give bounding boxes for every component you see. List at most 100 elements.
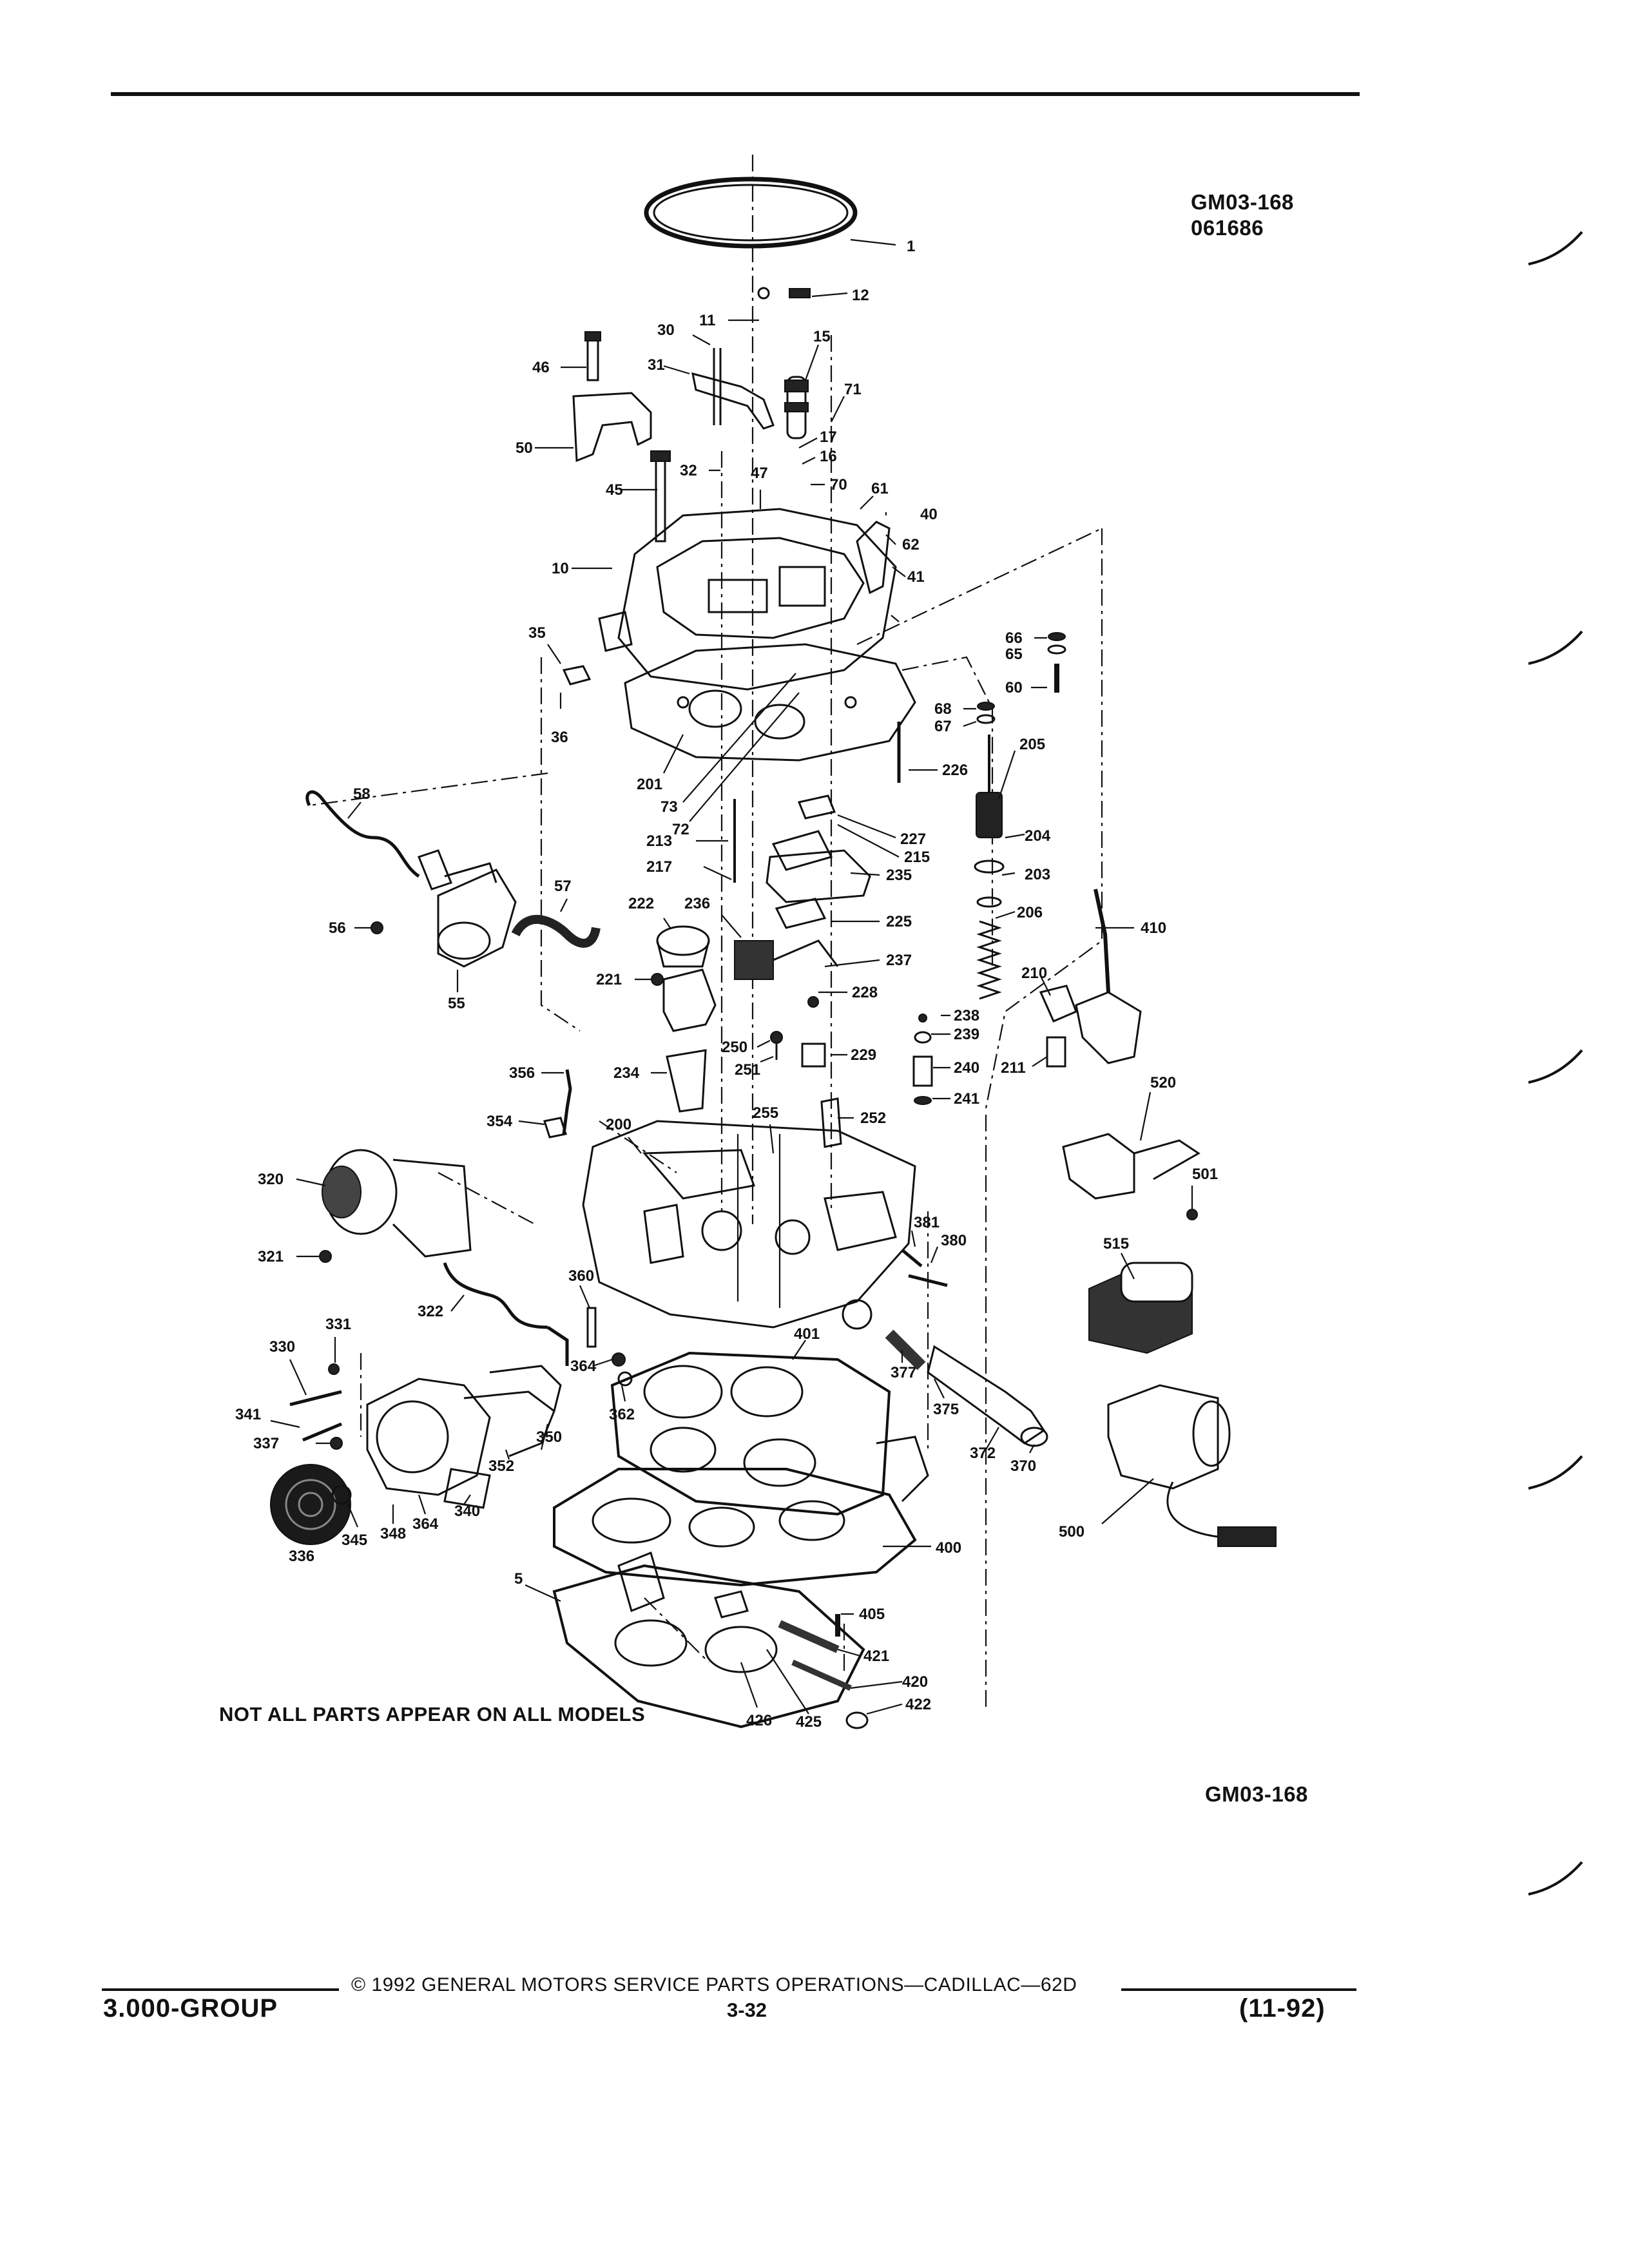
callout-label: 236 xyxy=(684,895,710,912)
callout-label: 331 xyxy=(325,1316,351,1333)
callout-label: 345 xyxy=(342,1532,367,1549)
figure-id: GM03-168 xyxy=(1191,190,1294,214)
callout-label: 501 xyxy=(1192,1166,1218,1183)
callout-label: 321 xyxy=(258,1248,284,1265)
callout-label: 241 xyxy=(954,1090,979,1108)
callout-label: 56 xyxy=(329,919,346,937)
callout-label: 12 xyxy=(852,287,869,304)
callout-label: 45 xyxy=(606,481,623,499)
choke-rod xyxy=(305,790,420,878)
vacuum-hose xyxy=(511,915,601,948)
callout-label: 206 xyxy=(1017,904,1043,921)
callout-label: 350 xyxy=(536,1428,562,1446)
figure-code: 061686 xyxy=(1191,216,1264,240)
air-cleaner-gasket xyxy=(644,177,858,249)
callout-label: 73 xyxy=(660,798,678,816)
callout-label: 341 xyxy=(235,1406,261,1423)
callout-label: 31 xyxy=(648,356,665,374)
callout-label: 240 xyxy=(954,1059,979,1077)
callout-label: 46 xyxy=(532,359,550,376)
callout-label: 50 xyxy=(516,439,533,457)
throttle-shaft-assy xyxy=(927,1345,1046,1445)
callout-label: 360 xyxy=(568,1267,594,1285)
callout-label: 204 xyxy=(1025,827,1051,845)
callout-label: 381 xyxy=(914,1214,940,1231)
callout-label: 66 xyxy=(1005,629,1023,647)
callout-label: 400 xyxy=(936,1539,961,1557)
footer-rule-left xyxy=(102,1988,339,1991)
callout-label: 222 xyxy=(628,895,654,912)
callout-label: 372 xyxy=(970,1445,996,1462)
choke-cover xyxy=(270,1464,351,1545)
callout-label: 65 xyxy=(1005,646,1023,663)
callout-label: 210 xyxy=(1021,965,1047,982)
figure-reference: GM03-168 xyxy=(1205,1782,1308,1806)
callout-label: 5 xyxy=(514,1570,523,1588)
callout-label: 340 xyxy=(454,1503,480,1520)
callout-label: 226 xyxy=(942,762,968,779)
callout-label: 217 xyxy=(646,858,672,876)
callout-label: 36 xyxy=(551,729,568,746)
callout-label: 203 xyxy=(1025,866,1050,883)
choke-housing xyxy=(366,1378,491,1496)
callout-label: 17 xyxy=(820,428,837,446)
callout-label: 380 xyxy=(941,1232,967,1249)
air-horn-gasket xyxy=(624,643,916,762)
callout-label: 237 xyxy=(886,952,912,969)
pump-cup xyxy=(656,925,710,956)
models-note: NOT ALL PARTS APPEAR ON ALL MODELS xyxy=(219,1703,646,1725)
leader-lines xyxy=(270,238,1193,1715)
float xyxy=(734,940,774,980)
callout-label: 68 xyxy=(934,700,952,718)
callout-label: 356 xyxy=(509,1064,535,1082)
callout-label: 1 xyxy=(907,238,915,255)
callout-label: 251 xyxy=(735,1061,760,1079)
callout-label: 238 xyxy=(954,1007,979,1024)
callout-label: 72 xyxy=(672,821,689,838)
callout-label: 200 xyxy=(606,1116,631,1133)
callout-label: 61 xyxy=(871,480,889,497)
callout-label: 330 xyxy=(269,1338,295,1356)
callout-label: 422 xyxy=(905,1696,931,1713)
callout-label: 322 xyxy=(418,1303,443,1320)
callout-label: 354 xyxy=(487,1113,513,1130)
top-rule xyxy=(111,92,1360,96)
callout-label: 229 xyxy=(851,1046,876,1064)
revision-date: (11-92) xyxy=(1239,1994,1325,2023)
callout-label: 16 xyxy=(820,448,837,465)
callout-label: 255 xyxy=(753,1104,778,1122)
throttle-body-gasket xyxy=(610,1351,891,1516)
callout-labels: 1 12 11 30 15 46 31 71 50 17 16 32 47 45… xyxy=(235,238,1218,1731)
callout-label: 55 xyxy=(448,995,465,1012)
choke-bracket xyxy=(572,392,652,463)
callout-label: 252 xyxy=(860,1110,886,1127)
callout-label: 337 xyxy=(253,1435,279,1452)
figure-id-header: GM03-168 061686 xyxy=(1191,189,1294,241)
callout-label: 420 xyxy=(902,1673,928,1691)
callout-label: 352 xyxy=(488,1457,514,1475)
callout-label: 336 xyxy=(289,1548,314,1565)
callout-label: 215 xyxy=(904,849,930,866)
callout-label: 70 xyxy=(830,476,847,494)
callout-label: 62 xyxy=(902,536,920,553)
callout-label: 205 xyxy=(1019,736,1045,753)
group-label: 3.000-GROUP xyxy=(103,1994,278,2023)
callout-label: 228 xyxy=(852,984,878,1001)
callout-label: 10 xyxy=(552,560,569,577)
callout-label: 426 xyxy=(746,1712,772,1729)
callout-label: 375 xyxy=(933,1401,959,1418)
callout-label: 15 xyxy=(813,328,831,345)
callout-label: 320 xyxy=(258,1171,284,1188)
callout-label: 60 xyxy=(1005,679,1023,697)
callout-label: 11 xyxy=(699,312,715,329)
callout-label: 30 xyxy=(657,322,675,339)
callout-label: 234 xyxy=(613,1064,640,1082)
callout-label: 377 xyxy=(891,1364,916,1381)
callout-label: 225 xyxy=(886,913,912,930)
callout-label: 500 xyxy=(1059,1523,1084,1541)
callout-label: 58 xyxy=(353,785,371,803)
callout-label: 425 xyxy=(796,1713,822,1731)
idle-speed-solenoid xyxy=(1062,1133,1135,1200)
callout-label: 401 xyxy=(794,1325,820,1343)
footer-rule-right xyxy=(1121,1988,1356,1991)
